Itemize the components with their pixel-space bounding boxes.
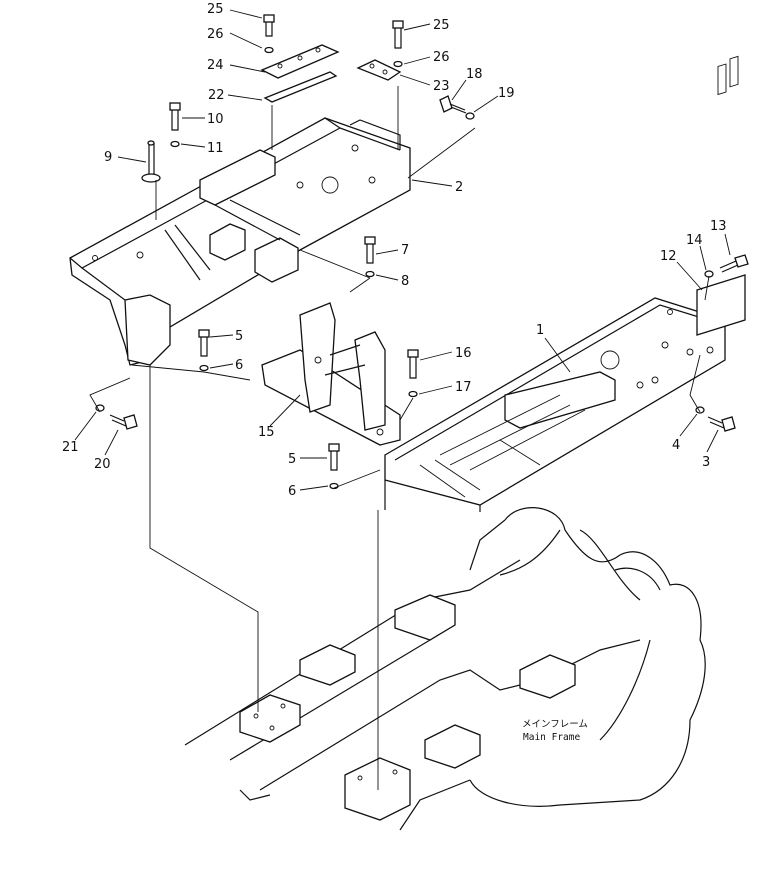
callout-3: 3	[702, 455, 710, 470]
bolt-18	[439, 95, 467, 114]
main-frame	[184, 507, 706, 831]
washer-26-left	[264, 46, 274, 54]
callout-5-upper: 5	[235, 329, 243, 344]
callout-1: 1	[536, 323, 544, 338]
callout-25-right: 25	[433, 18, 450, 33]
callout-6-upper: 6	[235, 358, 243, 373]
callout-10: 10	[207, 112, 224, 127]
callout-11: 11	[207, 141, 224, 156]
svg-text:Main Frame: Main Frame	[523, 732, 580, 743]
callout-9: 9	[104, 150, 112, 165]
callout-6-lower: 6	[288, 484, 296, 499]
callout-18: 18	[466, 67, 483, 82]
callout-24: 24	[207, 58, 224, 73]
washer-8	[365, 270, 375, 278]
bolt-3	[707, 416, 736, 432]
callout-7: 7	[401, 243, 409, 258]
callout-20: 20	[94, 457, 111, 472]
plate-part-24	[260, 44, 340, 79]
callout-12: 12	[660, 249, 677, 264]
bolt-5-lower	[328, 443, 340, 471]
washer-6-upper	[199, 364, 209, 372]
washer-17	[408, 390, 418, 398]
floor-frame-part-1	[384, 297, 726, 512]
callout-leaders	[74, 9, 731, 491]
strip-part-22	[263, 71, 338, 103]
svg-text:メインフレーム: メインフレーム	[522, 719, 588, 730]
callout-26-right: 26	[433, 50, 450, 65]
callout-21: 21	[62, 440, 79, 455]
callout-17: 17	[455, 380, 472, 395]
bolt-25-right	[392, 20, 404, 49]
callout-8: 8	[401, 274, 409, 289]
callout-5-lower: 5	[288, 452, 296, 467]
callout-13: 13	[710, 219, 727, 234]
washer-19	[465, 112, 475, 120]
callout-22: 22	[208, 88, 225, 103]
assembly-lines	[89, 86, 710, 790]
pin-9	[141, 140, 161, 183]
callout-23: 23	[433, 79, 450, 94]
name-plate-part-12	[696, 55, 746, 336]
callout-14: 14	[686, 233, 703, 248]
callout-2: 2	[455, 180, 463, 195]
bolt-7	[364, 236, 376, 264]
callout-16: 16	[455, 346, 472, 361]
main-frame-label: メインフレーム Main Frame	[522, 719, 588, 743]
callout-26-left: 26	[207, 27, 224, 42]
callout-15: 15	[258, 425, 275, 440]
callout-25-left: 25	[207, 2, 224, 17]
bolt-20	[109, 414, 138, 430]
callout-19: 19	[498, 86, 515, 101]
washer-21	[95, 404, 105, 412]
bolt-13	[719, 254, 749, 273]
bolt-10	[169, 102, 181, 131]
callout-4: 4	[672, 438, 680, 453]
support-bracket-part-15	[261, 302, 401, 446]
bolt-16	[407, 349, 419, 379]
washer-26-right	[393, 60, 403, 68]
bolt-5-upper	[198, 329, 210, 357]
washer-11	[170, 140, 180, 148]
bolt-25-left	[263, 14, 275, 37]
plate-part-23	[356, 59, 402, 81]
floor-slots	[419, 394, 586, 498]
upper-frame-part-2	[69, 117, 411, 366]
